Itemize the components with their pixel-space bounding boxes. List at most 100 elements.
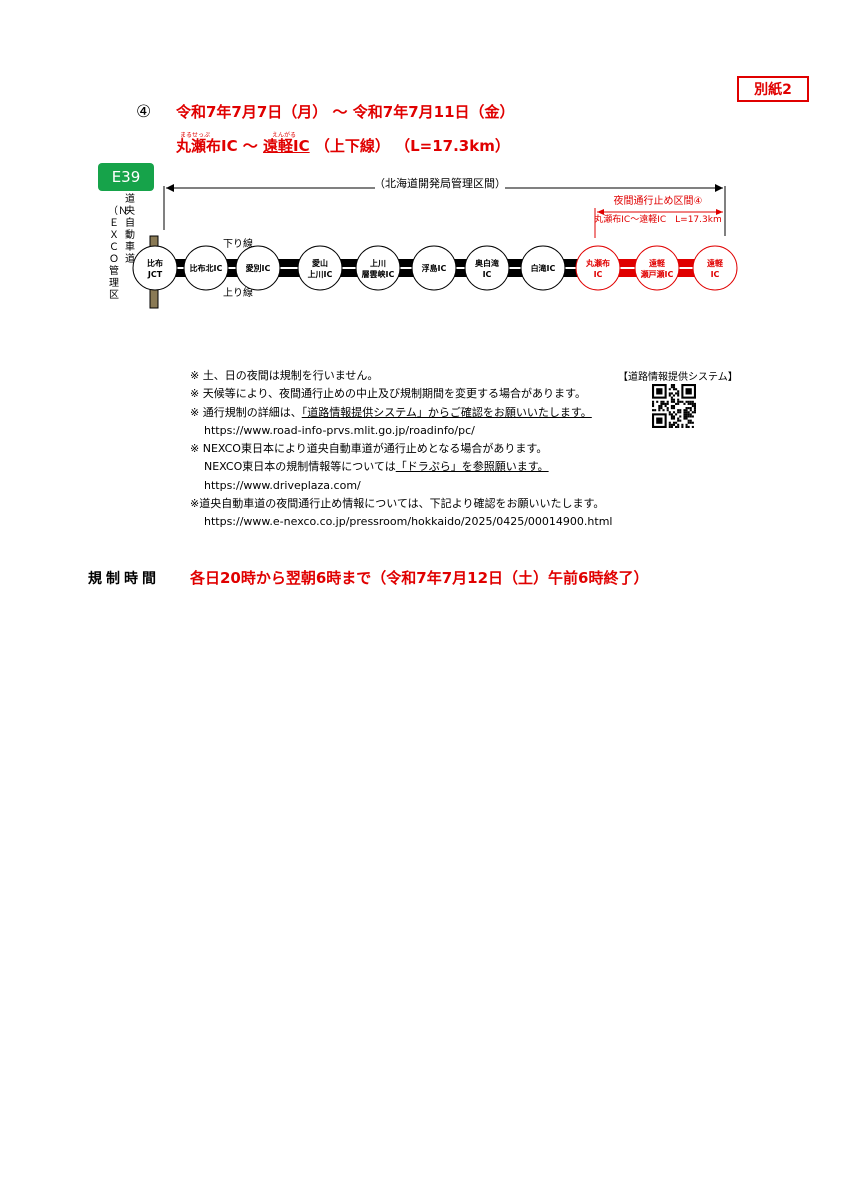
interchange-name: 上川 <box>370 258 386 268</box>
driveplaza-link[interactable]: 「ドラぷら」を参照願います。 <box>395 460 549 474</box>
qr-module <box>654 409 657 412</box>
qr-module <box>679 415 682 418</box>
qr-module <box>652 402 655 405</box>
note-nexco: ※ NEXCO東日本により道央自動車道が通行止めとなる場合があります。 <box>190 442 548 456</box>
qr-module <box>670 400 673 403</box>
qr-module <box>656 400 659 403</box>
qr-module <box>675 388 678 391</box>
qr-module <box>691 402 694 405</box>
qr-module <box>685 415 688 418</box>
qr-module <box>689 413 692 416</box>
interchange-name: 遠軽 <box>649 258 666 268</box>
e-nexco-url[interactable]: https://www.e-nexco.co.jp/pressroom/hokk… <box>204 515 613 529</box>
interchange-node: 愛別IC <box>235 245 281 291</box>
road-info-url[interactable]: https://www.road-info-prvs.mlit.go.jp/ro… <box>204 423 475 437</box>
interchange-name-line2: IC <box>594 270 603 279</box>
qr-module <box>672 388 676 391</box>
qr-module <box>681 400 684 403</box>
qr-module <box>687 415 690 418</box>
qr-module <box>670 396 673 399</box>
note-night-closure: ※道央自動車道の夜間通行止め情報については、下記より確認をお願いいたします。 <box>190 497 605 511</box>
qr-module <box>675 425 678 428</box>
qr-module <box>652 404 655 408</box>
qr-module <box>668 394 671 397</box>
qr-module <box>691 404 694 408</box>
qr-module <box>691 411 694 414</box>
interchange-circle <box>297 245 343 291</box>
qr-module <box>664 402 667 405</box>
qr-module <box>679 409 682 412</box>
interchange-name: 愛山 <box>312 258 328 268</box>
section-end: 遠軽IC <box>263 137 310 155</box>
nexco-jurisdiction-label: （ＮＥＸＣＯ管理区 <box>108 206 128 301</box>
driveplaza-url[interactable]: https://www.driveplaza.com/ <box>204 478 361 492</box>
interchange-circle <box>464 245 510 291</box>
note-nexco-info-text: NEXCO東日本の規制情報等については <box>204 460 396 474</box>
qr-module <box>685 413 688 416</box>
qr-module <box>660 404 663 408</box>
note-weather: ※ 天候等により、夜間通行止めの中止及び規制期間を変更する場合があります。 <box>190 387 586 401</box>
qr-module <box>668 411 671 414</box>
qr-module <box>670 425 673 428</box>
qr-finder-core <box>685 388 692 395</box>
qr-module <box>668 423 671 426</box>
section-detail: （上下線） （L=17.3km） <box>309 137 510 155</box>
qr-module <box>666 400 669 403</box>
qr-module <box>672 421 676 424</box>
qr-module <box>685 400 688 403</box>
section-start: 丸瀬布IC ～ <box>176 137 264 155</box>
qr-code-icon <box>652 384 696 428</box>
qr-module <box>677 419 680 422</box>
qr-module <box>670 417 673 420</box>
qr-module <box>675 421 678 424</box>
qr-module <box>672 415 676 418</box>
interchange-node: 丸瀬布 IC <box>575 245 621 291</box>
interchange-name: 浮島IC <box>422 263 447 273</box>
qr-module <box>668 388 671 391</box>
qr-module <box>691 400 694 403</box>
note-details: ※ 通行規制の詳細は、「道路情報提供システム」からご確認をお願いいたします。 <box>190 404 612 422</box>
expressway-label: 道央自動車道 <box>125 194 135 265</box>
qr-module <box>687 402 690 405</box>
qr-module <box>689 415 692 418</box>
qr-label: 【道路情報提供システム】 <box>618 372 738 383</box>
closure-arrow-right <box>716 209 723 215</box>
qr-module <box>662 402 665 405</box>
qr-module <box>689 421 692 424</box>
interchange-name: 奥白滝 <box>474 258 499 268</box>
qr-module <box>681 425 684 428</box>
qr-module <box>670 384 673 387</box>
qr-module <box>687 419 690 422</box>
qr-module <box>683 409 686 412</box>
up-line-label: 上り線 <box>223 286 253 299</box>
qr-module <box>679 400 682 403</box>
qr-module <box>660 400 663 403</box>
qr-module <box>689 419 692 422</box>
qr-module <box>685 423 688 426</box>
interchange-circle <box>411 245 457 291</box>
regulation-time-value: 各日20時から翌朝6時まで（令和7年7月12日（土）午前6時終了） <box>190 569 649 587</box>
road-info-system-link[interactable]: 「道路情報提供システム」からご確認をお願いいたします。 <box>301 405 592 419</box>
qr-module <box>689 400 692 403</box>
qr-module <box>683 411 686 414</box>
interchange-name: 丸瀬布 <box>585 258 610 268</box>
regulation-time-label: 規制時間 <box>88 571 160 587</box>
interchange-name: 比布 <box>147 258 163 268</box>
qr-module <box>689 402 692 405</box>
qr-module <box>670 413 673 416</box>
qr-module <box>672 411 676 414</box>
qr-module <box>672 423 676 426</box>
closure-section: 丸瀬布IC ～ 遠軽IC （上下線） （L=17.3km） <box>176 135 510 156</box>
interchange-name-line2: 上川IC <box>308 269 333 279</box>
qr-module <box>677 417 680 420</box>
qr-module <box>683 402 686 405</box>
qr-module <box>677 394 680 397</box>
qr-module <box>672 400 676 403</box>
qr-module <box>677 398 680 401</box>
section-number: ④ <box>136 102 152 122</box>
interchange-name-line2: IC <box>711 270 720 279</box>
closure-range: 丸瀬布IC～遠軽IC L=17.3km <box>594 213 721 225</box>
qr-module <box>685 407 688 410</box>
